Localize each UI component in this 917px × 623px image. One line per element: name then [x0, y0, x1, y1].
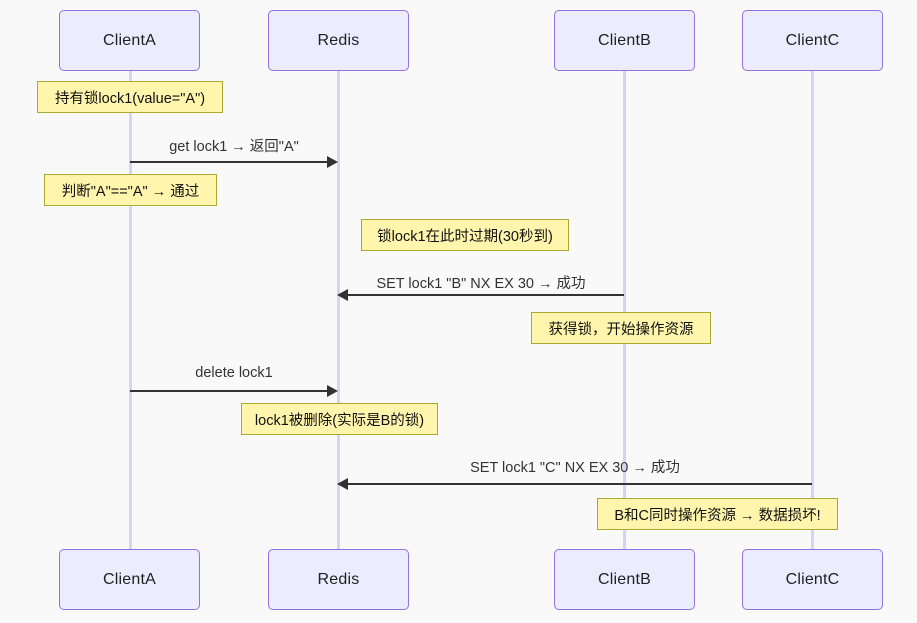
participant-redis-bottom[interactable]: Redis: [268, 549, 409, 610]
note-acquired-lock: 获得锁，开始操作资源: [531, 312, 711, 344]
note-lock-deleted: lock1被删除(实际是B的锁): [241, 403, 438, 435]
participant-clientB-bottom[interactable]: ClientB: [554, 549, 695, 610]
participant-label: Redis: [317, 31, 360, 49]
lifeline-clientC: [811, 71, 814, 549]
participant-redis-top[interactable]: Redis: [268, 10, 409, 71]
note-hold-lock: 持有锁lock1(value="A"): [37, 81, 223, 113]
participant-label: ClientB: [598, 570, 651, 588]
note-text: 持有锁lock1(value="A"): [54, 90, 206, 107]
note-compare-value: 判断"A"=="A" → 通过: [44, 174, 217, 206]
participant-clientB-top[interactable]: ClientB: [554, 10, 695, 71]
message-line-get-lock1: [130, 161, 328, 163]
message-arrowhead-delete-lock1: [327, 385, 338, 397]
note-text: 获得锁，开始操作资源: [548, 321, 694, 338]
participant-label: ClientA: [103, 570, 156, 588]
message-label-set-lock1-c: SET lock1 "C" NX EX 30 → 成功: [470, 460, 680, 476]
participant-clientA-top[interactable]: ClientA: [59, 10, 200, 71]
lifeline-redis: [337, 71, 340, 549]
message-arrowhead-get-lock1: [327, 156, 338, 168]
lifeline-clientB: [623, 71, 626, 549]
note-lock-expired: 锁lock1在此时过期(30秒到): [361, 219, 569, 251]
participant-label: ClientA: [103, 31, 156, 49]
participant-label: ClientC: [785, 570, 840, 588]
message-label-get-lock1: get lock1 → 返回"A": [169, 139, 299, 155]
message-line-set-lock1-b: [348, 294, 624, 296]
message-label-set-lock1-b: SET lock1 "B" NX EX 30 → 成功: [376, 276, 586, 292]
participant-clientA-bottom[interactable]: ClientA: [59, 549, 200, 610]
note-text: 锁lock1在此时过期(30秒到): [377, 228, 553, 245]
note-data-corruption: B和C同时操作资源 → 数据损坏!: [597, 498, 838, 530]
message-line-set-lock1-c: [348, 483, 812, 485]
note-text: lock1被删除(实际是B的锁): [254, 412, 425, 429]
note-text: B和C同时操作资源 → 数据损坏!: [614, 507, 821, 524]
message-arrowhead-set-lock1-b: [337, 289, 348, 301]
participant-label: Redis: [317, 570, 360, 588]
participant-label: ClientB: [598, 31, 651, 49]
message-arrowhead-set-lock1-c: [337, 478, 348, 490]
message-label-delete-lock1: delete lock1: [195, 365, 273, 381]
note-text: 判断"A"=="A" → 通过: [61, 183, 200, 200]
message-line-delete-lock1: [130, 390, 328, 392]
participant-clientC-top[interactable]: ClientC: [742, 10, 883, 71]
participant-label: ClientC: [785, 31, 840, 49]
lifeline-clientA: [129, 71, 132, 549]
participant-clientC-bottom[interactable]: ClientC: [742, 549, 883, 610]
